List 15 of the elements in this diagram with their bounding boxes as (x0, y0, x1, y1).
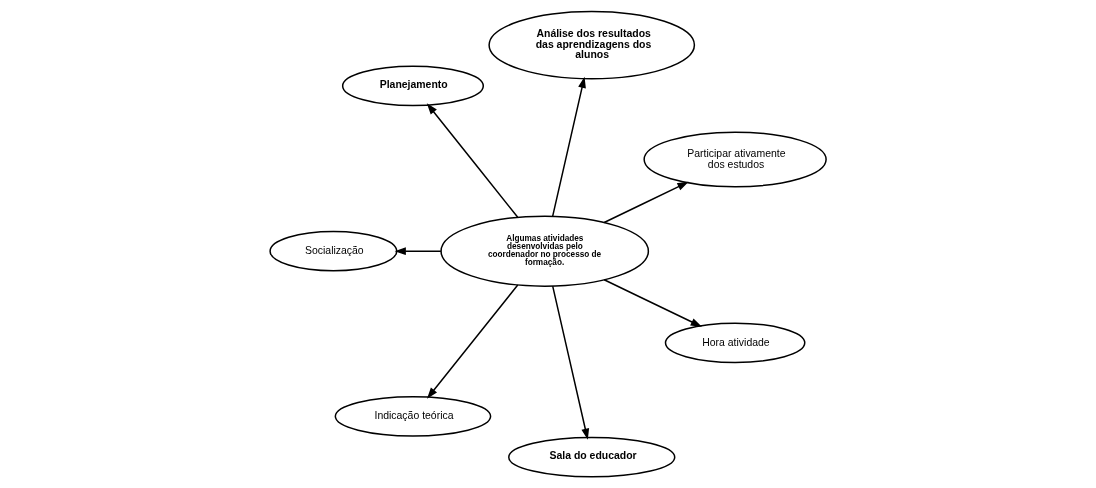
arrow (551, 285, 590, 440)
arrow (394, 247, 442, 256)
node-ellipse: Algumas atividades desenvolvidas pelo coordenador no processo de formação. (440, 215, 650, 287)
arrow (426, 284, 519, 399)
arrow (603, 181, 689, 224)
arrow (426, 103, 519, 219)
node-ellipse: Sala do educador (508, 436, 676, 478)
node-ellipse: Planejamento (341, 65, 485, 107)
node-ellipse: Análise dos resultados das aprendizagens dos alunos (488, 10, 696, 80)
node-ellipse: Hora atividade (664, 322, 806, 364)
arrow (551, 76, 586, 217)
arrow (603, 279, 702, 327)
node-ellipse: Socialização (269, 230, 398, 272)
node-ellipse: Participar ativamente dos estudos (643, 131, 827, 188)
node-ellipse: Indicação teórica (334, 395, 492, 437)
